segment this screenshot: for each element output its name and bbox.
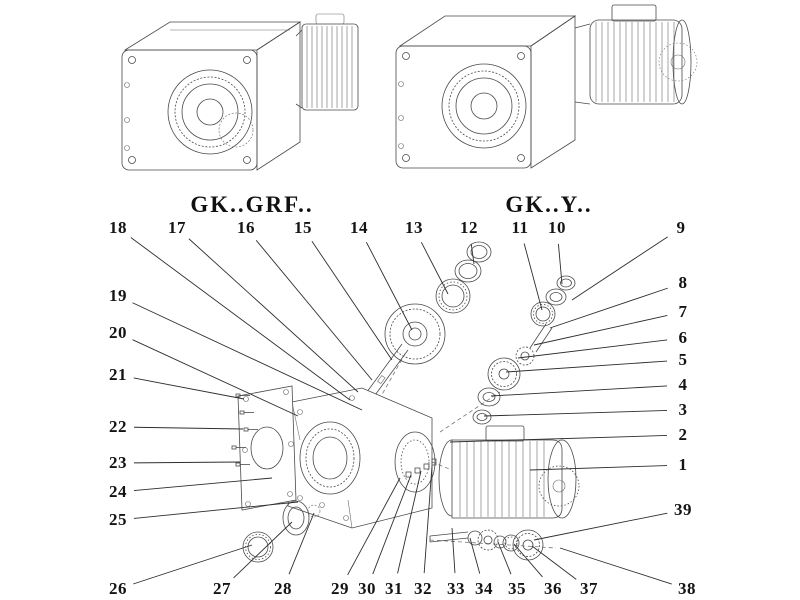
leader-line-39 bbox=[533, 512, 668, 541]
leader-line-27 bbox=[233, 521, 293, 579]
part-number-3: 3 bbox=[678, 400, 688, 419]
part-number-38: 38 bbox=[678, 579, 696, 598]
leader-line-21 bbox=[133, 377, 245, 400]
part-number-8: 8 bbox=[678, 273, 688, 292]
leader-line-1 bbox=[529, 465, 668, 471]
gearbox-grf-drawing bbox=[121, 13, 359, 171]
part-number-22: 22 bbox=[109, 417, 127, 436]
part-number-16: 16 bbox=[237, 218, 255, 237]
part-number-39: 39 bbox=[674, 500, 692, 519]
part-number-13: 13 bbox=[405, 218, 423, 237]
part-number-21: 21 bbox=[109, 365, 127, 384]
leader-line-38 bbox=[559, 547, 672, 585]
part-number-17: 17 bbox=[168, 218, 186, 237]
exploded-view-drawing bbox=[231, 241, 580, 563]
part-number-30: 30 bbox=[358, 579, 376, 598]
series-title-grf: GK..GRF.. bbox=[190, 192, 314, 217]
part-number-24: 24 bbox=[109, 482, 127, 501]
leader-line-23 bbox=[133, 461, 241, 464]
leader-line-12 bbox=[470, 243, 475, 265]
leader-line-30 bbox=[372, 474, 412, 575]
part-number-14: 14 bbox=[350, 218, 368, 237]
leader-line-24 bbox=[133, 477, 273, 491]
leader-line-3 bbox=[483, 410, 668, 417]
part-number-7: 7 bbox=[678, 302, 688, 321]
part-number-12: 12 bbox=[460, 218, 478, 237]
leader-line-15 bbox=[311, 241, 393, 361]
part-number-4: 4 bbox=[678, 375, 688, 394]
part-number-23: 23 bbox=[109, 453, 127, 472]
leader-line-13 bbox=[420, 242, 449, 295]
leader-line-6 bbox=[517, 339, 668, 359]
leader-line-8 bbox=[549, 287, 668, 329]
leader-line-37 bbox=[531, 545, 577, 580]
part-number-19: 19 bbox=[109, 286, 127, 305]
part-number-18: 18 bbox=[109, 218, 127, 237]
leader-line-26 bbox=[133, 544, 253, 585]
part-number-1: 1 bbox=[678, 455, 688, 474]
part-number-37: 37 bbox=[580, 579, 598, 598]
leader-line-29 bbox=[347, 477, 401, 576]
part-number-32: 32 bbox=[414, 579, 432, 598]
gearbox-y-drawing bbox=[395, 4, 698, 169]
leader-line-33 bbox=[451, 527, 456, 574]
leader-line-20 bbox=[132, 339, 299, 417]
leader-line-35 bbox=[497, 541, 512, 575]
leader-line-28 bbox=[288, 512, 315, 575]
part-number-34: 34 bbox=[475, 579, 493, 598]
leader-line-22 bbox=[133, 426, 244, 430]
leader-line-31 bbox=[397, 470, 422, 574]
leader-line-4 bbox=[490, 385, 668, 397]
part-number-29: 29 bbox=[331, 579, 349, 598]
part-number-27: 27 bbox=[213, 579, 231, 598]
part-number-25: 25 bbox=[109, 510, 127, 529]
leader-line-9 bbox=[571, 236, 668, 301]
part-number-36: 36 bbox=[544, 579, 562, 598]
leader-line-34 bbox=[469, 537, 481, 574]
part-number-33: 33 bbox=[447, 579, 465, 598]
part-number-35: 35 bbox=[508, 579, 526, 598]
leader-line-32 bbox=[423, 465, 433, 574]
part-number-9: 9 bbox=[676, 218, 686, 237]
leader-line-7 bbox=[533, 315, 668, 346]
part-number-28: 28 bbox=[274, 579, 292, 598]
part-number-10: 10 bbox=[548, 218, 566, 237]
part-number-20: 20 bbox=[109, 323, 127, 342]
leader-line-36 bbox=[513, 543, 543, 578]
part-number-2: 2 bbox=[678, 425, 688, 444]
leader-line-16 bbox=[255, 240, 373, 381]
part-number-5: 5 bbox=[678, 350, 688, 369]
leader-line-11 bbox=[523, 243, 543, 311]
leader-line-5 bbox=[505, 360, 668, 373]
leader-line-10 bbox=[557, 243, 563, 285]
part-number-31: 31 bbox=[385, 579, 403, 598]
leader-line-17 bbox=[188, 238, 359, 393]
part-number-6: 6 bbox=[678, 328, 688, 347]
series-title-y: GK..Y.. bbox=[505, 192, 593, 217]
part-number-15: 15 bbox=[294, 218, 312, 237]
part-number-11: 11 bbox=[511, 218, 529, 237]
part-number-26: 26 bbox=[109, 579, 127, 598]
leader-line-14 bbox=[365, 241, 413, 331]
leader-line-18 bbox=[130, 237, 351, 401]
leader-line-2 bbox=[449, 435, 668, 443]
leader-line-19 bbox=[132, 302, 363, 411]
leader-line-25 bbox=[133, 501, 299, 519]
